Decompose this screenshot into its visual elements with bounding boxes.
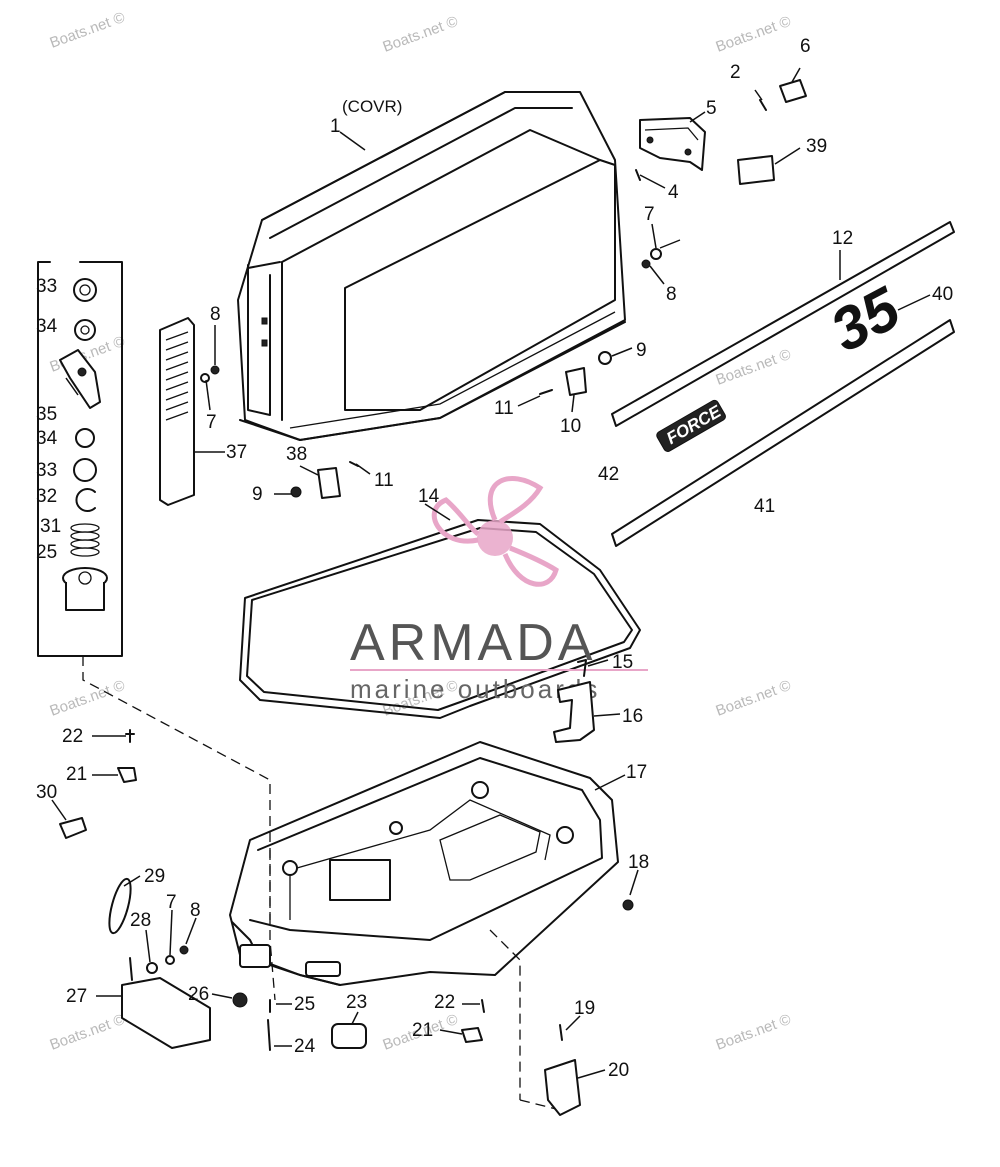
gasket-14 xyxy=(239,519,641,719)
logo-blade-top xyxy=(487,476,544,525)
callout-41: 41 xyxy=(754,496,775,517)
callout-8a: 8 xyxy=(666,284,677,305)
callout-29: 29 xyxy=(144,866,165,887)
callout-35: 35 xyxy=(36,404,57,425)
callout-6: 6 xyxy=(800,36,811,57)
callout-7b: 7 xyxy=(206,412,217,433)
callout-5: 5 xyxy=(706,98,717,119)
callout-22b: 22 xyxy=(434,992,455,1013)
callout-7a: 7 xyxy=(644,204,655,225)
callout-26: 26 xyxy=(188,984,209,1005)
callout-24: 24 xyxy=(294,1036,316,1057)
callout-32: 32 xyxy=(36,486,57,507)
callout-7c: 7 xyxy=(166,892,177,913)
watermark-11: Boats.net © xyxy=(714,1011,794,1054)
callout-12: 12 xyxy=(832,228,853,249)
lower-left-hardware xyxy=(59,729,634,1116)
callout-2: 2 xyxy=(730,62,741,83)
bracket-16 xyxy=(553,659,595,743)
callout-28: 28 xyxy=(130,910,151,931)
callout-8c: 8 xyxy=(190,900,201,921)
logo-blade-right xyxy=(502,545,559,587)
logo-blade-left xyxy=(431,497,480,544)
callout-34a: 34 xyxy=(36,316,58,337)
callout-8b: 8 xyxy=(210,304,221,325)
callout-22a: 22 xyxy=(62,726,83,747)
cover-hardware-right xyxy=(641,239,681,269)
callout-11a: 11 xyxy=(494,398,514,419)
callout-39: 39 xyxy=(806,136,827,157)
armada-logo: ARMADA marine outboards xyxy=(350,476,648,704)
watermark-8: Boats.net © xyxy=(714,677,794,720)
callout-16: 16 xyxy=(622,706,643,727)
logo-tagline: marine outboards xyxy=(350,674,600,704)
callout-10: 10 xyxy=(560,416,581,437)
callout-21a: 21 xyxy=(66,764,87,785)
callout-1: 1 xyxy=(330,116,341,137)
callout-23: 23 xyxy=(346,992,367,1013)
callout-14: 14 xyxy=(418,486,440,507)
callout-labels: (COVR) 1 2 6 5 39 4 7 12 8 40 9 11 10 42… xyxy=(36,36,953,1081)
engine-cover xyxy=(237,91,626,441)
watermark-1: Boats.net © xyxy=(48,9,128,52)
callout-42: 42 xyxy=(598,464,619,485)
rear-panel-37 xyxy=(159,317,220,506)
callout-37: 37 xyxy=(226,442,247,463)
callout-33a: 33 xyxy=(36,276,57,297)
callout-38: 38 xyxy=(286,444,307,465)
cover-latches xyxy=(290,351,612,499)
watermark-6: Boats.net © xyxy=(48,677,128,720)
callout-34b: 34 xyxy=(36,428,58,449)
bottom-pan-17 xyxy=(229,741,619,986)
callout-30: 30 xyxy=(36,782,57,803)
callout-25b: 25 xyxy=(294,994,315,1015)
top-right-brackets xyxy=(635,79,807,185)
callout-18: 18 xyxy=(628,852,649,873)
watermark-3: Boats.net © xyxy=(714,13,794,56)
callout-20: 20 xyxy=(608,1060,629,1081)
decal-strips: 35 FORCE xyxy=(611,221,955,547)
callout-9b: 9 xyxy=(252,484,263,505)
callout-21b: 21 xyxy=(412,1020,433,1041)
assembly-lines xyxy=(82,656,561,1111)
logo-name: ARMADA xyxy=(350,614,596,672)
callout-31: 31 xyxy=(40,516,61,537)
callout-4: 4 xyxy=(668,182,679,203)
callout-33b: 33 xyxy=(36,460,57,481)
callout-11b: 11 xyxy=(374,470,394,491)
callout-15: 15 xyxy=(612,652,633,673)
logo-hub xyxy=(477,520,513,556)
callout-40: 40 xyxy=(932,284,953,305)
throttle-assembly-inset xyxy=(37,261,123,657)
leader-lines xyxy=(51,67,931,1079)
callout-19: 19 xyxy=(574,998,595,1019)
callout-27: 27 xyxy=(66,986,87,1007)
callout-17: 17 xyxy=(626,762,647,783)
watermark-9: Boats.net © xyxy=(48,1011,128,1054)
cover-label: (COVR) xyxy=(342,97,402,116)
callout-9a: 9 xyxy=(636,340,647,361)
callout-25a: 25 xyxy=(36,542,57,563)
watermark-2: Boats.net © xyxy=(381,13,461,56)
